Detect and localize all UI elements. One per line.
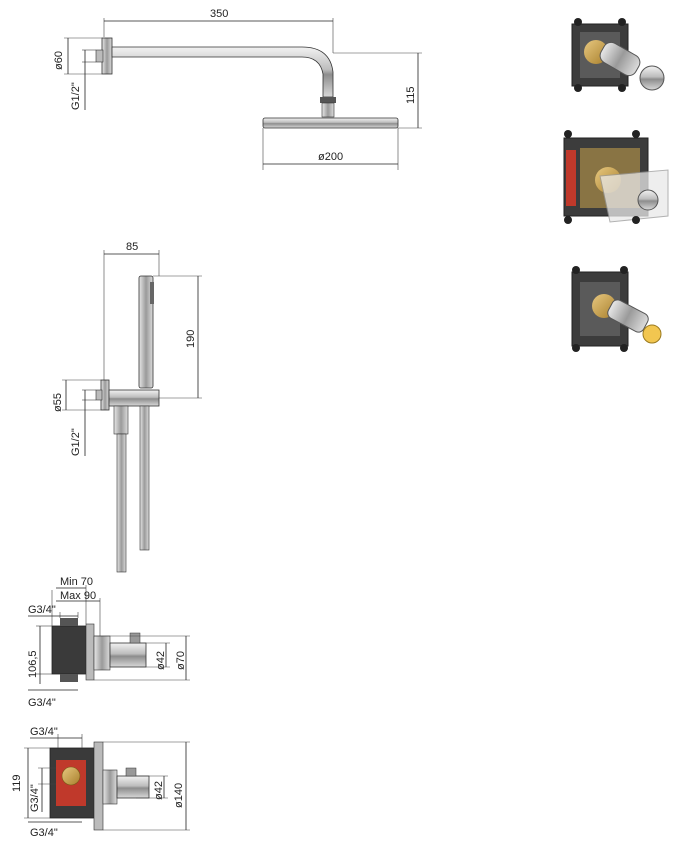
render-valve-b — [563, 130, 669, 224]
dim-head-diameter: ø200 — [318, 151, 343, 163]
dim-thread-hand: G1/2" — [70, 428, 82, 456]
valve-1-sleeve — [93, 635, 111, 671]
swivel-ball — [321, 102, 335, 118]
dim-rain-height: 115 — [405, 86, 417, 104]
holder-bar — [108, 389, 160, 407]
hand-shower-drawing: 85 190 ø55 G1/2" — [52, 241, 202, 573]
hose-1 — [116, 433, 127, 573]
dim-valve2-plate: ø140 — [173, 783, 185, 808]
valve-1-body — [51, 625, 87, 675]
dim-thread-rain: G1/2" — [70, 82, 82, 110]
valve-2-sleeve — [102, 769, 118, 805]
hand-shower-handle — [138, 275, 154, 389]
dim-hand-width: 85 — [126, 241, 138, 253]
rain-shower-drawing: 350 ø60 G1/2" 115 ø200 — [53, 8, 422, 170]
dim-valve1-thread-bottom: G3/4" — [28, 697, 56, 709]
valve-2-cap — [125, 767, 137, 777]
hose-2 — [139, 405, 150, 551]
render-valve-a — [571, 18, 665, 92]
dim-valve1-height: 106,5 — [27, 650, 39, 678]
dim-valve2-height: 119 — [11, 774, 23, 792]
valve-1-handle — [109, 642, 147, 668]
hand-shower-cap — [150, 282, 154, 304]
shower-head — [262, 117, 399, 129]
dim-arm-length: 350 — [210, 8, 228, 20]
dim-max-depth: Max 90 — [60, 590, 96, 602]
thread-stub — [95, 49, 104, 63]
dim-valve1-rosette: ø70 — [175, 651, 187, 670]
valve-2-plate — [93, 741, 104, 831]
dim-valve1-thread-top: G3/4" — [28, 604, 56, 616]
wall-flange — [101, 37, 113, 75]
dim-valve2-thread-bottom: G3/4" — [30, 827, 58, 839]
dim-flange-diameter: ø60 — [53, 51, 65, 70]
valve-1-ports — [60, 618, 78, 626]
dim-valve2-thread-left: G3/4" — [29, 784, 41, 812]
arm-joint — [320, 97, 336, 103]
shower-arm — [111, 46, 334, 98]
valve-2-drawing: G3/4" 119 G3/4" G3/4" ø42 ø140 — [11, 726, 190, 839]
hand-outlet — [113, 405, 129, 435]
valve-1-rosette — [85, 623, 95, 681]
dim-valve2-handle: ø42 — [153, 781, 165, 800]
valve-1-drawing: Min 70 Max 90 G3/4" 106,5 G3/4" ø42 ø70 — [27, 576, 190, 709]
dim-min-depth: Min 70 — [60, 576, 93, 588]
render-valve-c — [571, 266, 662, 352]
hand-thread-stub — [95, 389, 103, 401]
dim-valve1-handle: ø42 — [155, 651, 167, 670]
valve-1-cap — [129, 632, 141, 644]
valve-2-handle — [116, 775, 150, 799]
dim-hand-flange: ø55 — [52, 393, 64, 412]
valve-1-port-bottom — [60, 674, 78, 682]
dim-valve2-thread-top: G3/4" — [30, 726, 58, 738]
dim-hand-height: 190 — [185, 330, 197, 348]
valve-2-brass-core — [61, 766, 81, 786]
